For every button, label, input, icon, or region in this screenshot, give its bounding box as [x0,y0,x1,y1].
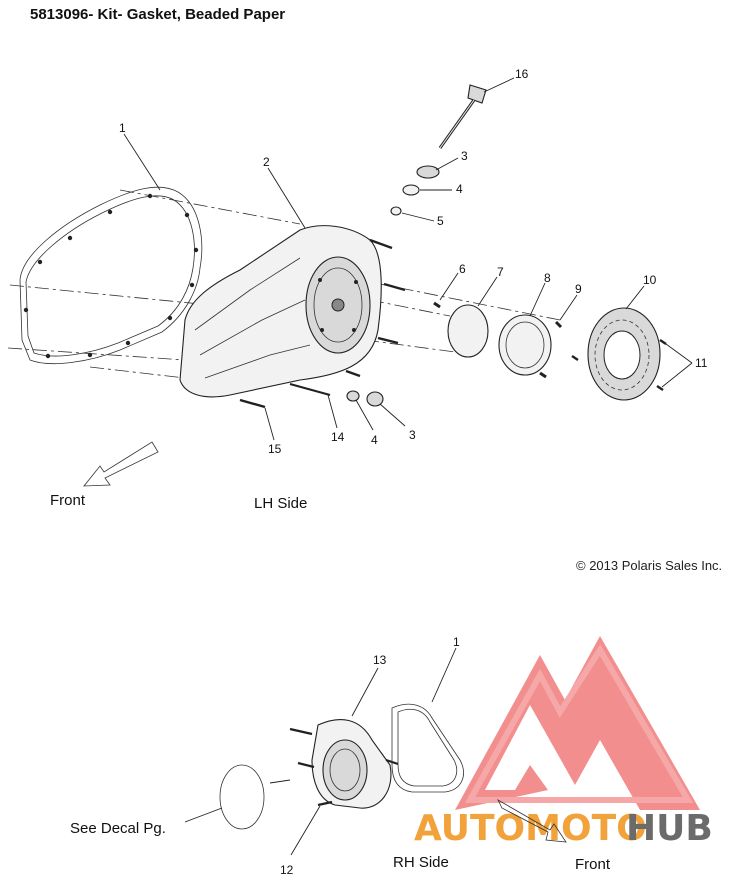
callout-11: 11 [695,356,708,370]
o-ring-part-4-top [402,184,420,196]
bushing-part-5 [390,206,402,216]
callout-1-rh: 1 [453,635,460,649]
rh-gasket-part-1 [391,703,464,793]
lh-front-label: Front [50,492,86,509]
callout-3-top: 3 [461,149,468,163]
callout-10: 10 [643,273,657,287]
rh-side-label: RH Side [393,854,449,871]
gasket-part-1 [19,186,203,365]
automotohub-wordmark: AUTOMOTO HUB [414,808,713,849]
rh-front-arrow-icon [497,798,567,843]
decal-disc [219,764,265,830]
automotohub-logo [455,636,700,810]
wordmark-hub: HUB [626,808,713,849]
diagram-title: 5813096- Kit- Gasket, Beaded Paper [30,6,285,23]
seal-part-3-top [416,165,440,179]
wordmark-automoto: AUTOMOTO [414,808,647,849]
lh-front-arrow-icon [83,441,159,487]
callout-14: 14 [331,430,345,444]
seal-part-3-bottom [366,391,384,407]
rh-side-view: 13 1 12 See Decal Pg. RH Side Front [70,635,611,877]
rh-front-label: Front [575,856,611,873]
lh-side-label: LH Side [254,495,307,512]
callout-5: 5 [437,214,444,228]
callout-7: 7 [497,265,504,279]
primary-cover-part-2 [179,225,382,398]
o-ring-part-4-bottom [346,390,360,402]
callout-12: 12 [280,863,294,877]
rh-cover [289,719,399,809]
screws-part-11 [571,339,667,391]
dipstick-part-16 [438,84,487,149]
callout-4-bottom: 4 [371,433,378,447]
callout-15: 15 [268,442,282,456]
lh-leader-lines [123,77,693,441]
callout-8: 8 [544,271,551,285]
lh-side-view: 1 2 16 3 4 5 6 7 8 9 10 11 14 4 3 15 Fro… [7,67,708,512]
callout-9: 9 [575,282,582,296]
callout-13: 13 [373,653,387,667]
bolts [239,238,563,409]
inner-cover-part-8 [498,314,552,376]
callout-6: 6 [459,262,466,276]
copyright: © 2013 Polaris Sales Inc. [576,558,722,573]
callout-16: 16 [515,67,529,81]
derby-cover-part-10 [587,307,661,401]
callout-1: 1 [119,121,126,135]
gasket-part-7 [447,304,489,358]
decal-note: See Decal Pg. [70,820,166,837]
callout-3-bottom: 3 [409,428,416,442]
callout-2: 2 [263,155,270,169]
callout-4-top: 4 [456,182,463,196]
